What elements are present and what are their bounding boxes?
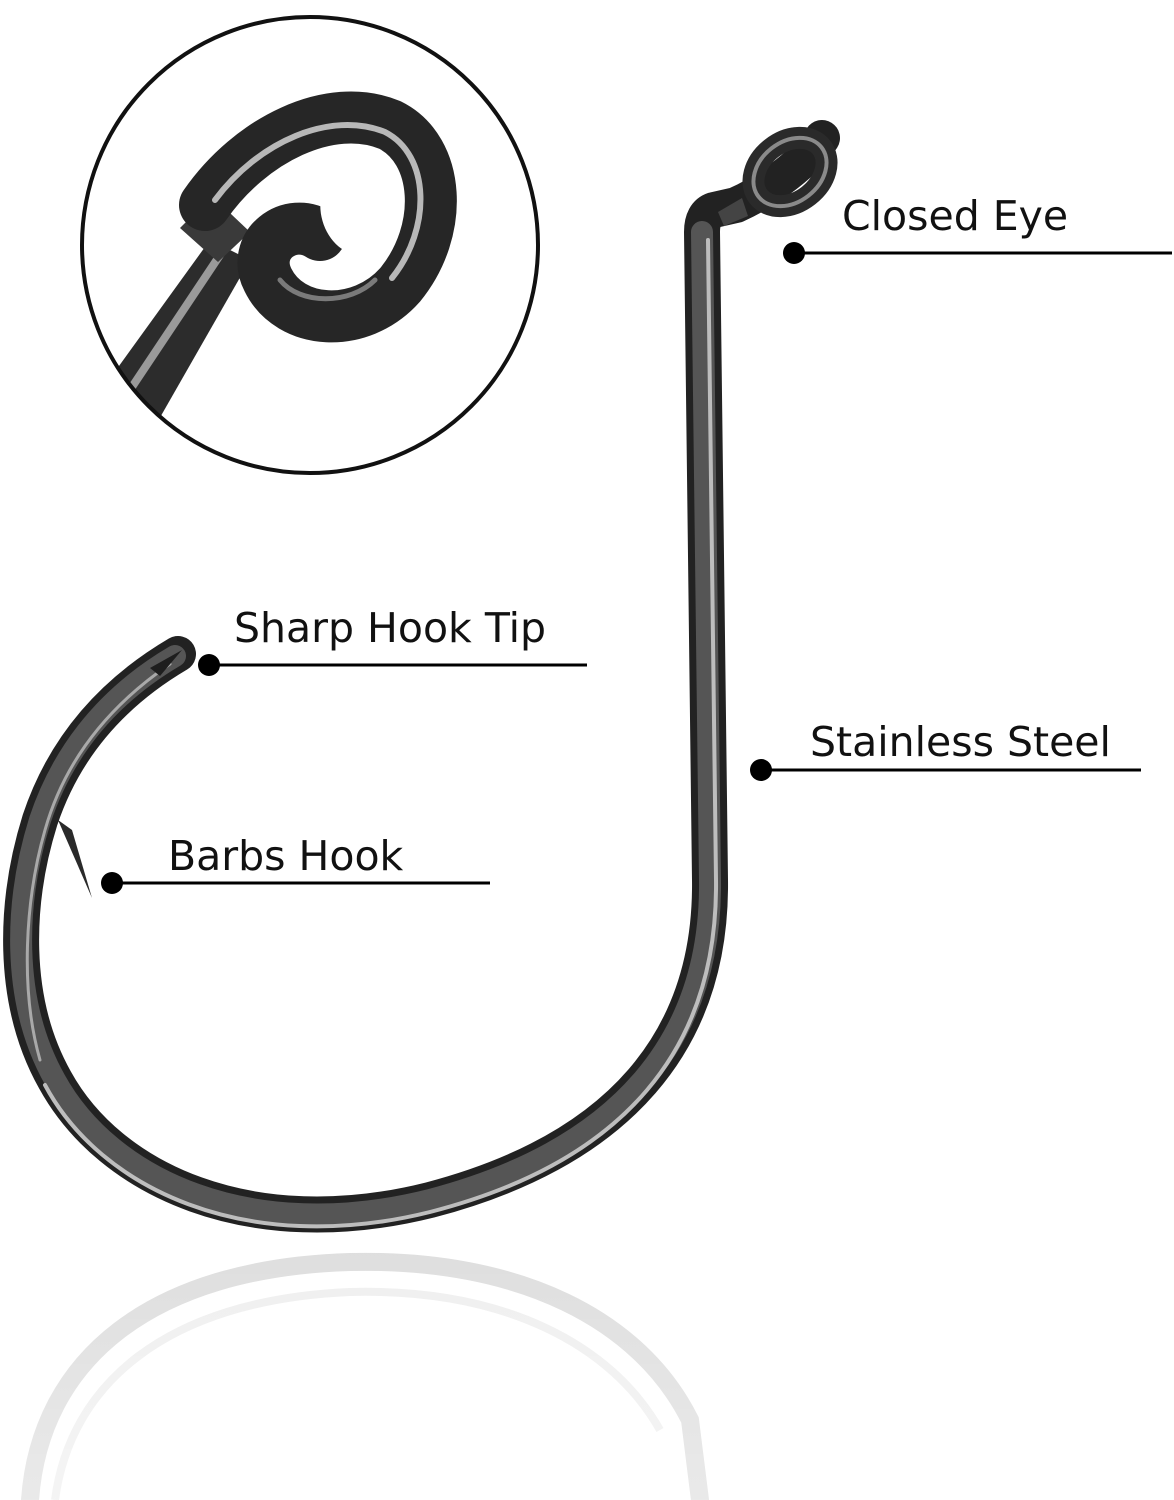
callout-label-barbs-hook: Barbs Hook [168,832,404,880]
callout-label-closed-eye: Closed Eye [842,192,1068,240]
callout-stainless-steel: Stainless Steel [750,718,1141,781]
callout-sharp-hook-tip: Sharp Hook Tip [198,604,587,676]
fishing-hook [3,120,840,1233]
callout-label-stainless-steel: Stainless Steel [810,718,1111,766]
callout-barbs-hook: Barbs Hook [101,832,490,894]
inset-eye-detail [80,15,540,475]
callout-label-sharp-hook-tip: Sharp Hook Tip [234,604,546,652]
hook-reflection [0,1240,1174,1500]
callout-closed-eye: Closed Eye [783,192,1172,264]
